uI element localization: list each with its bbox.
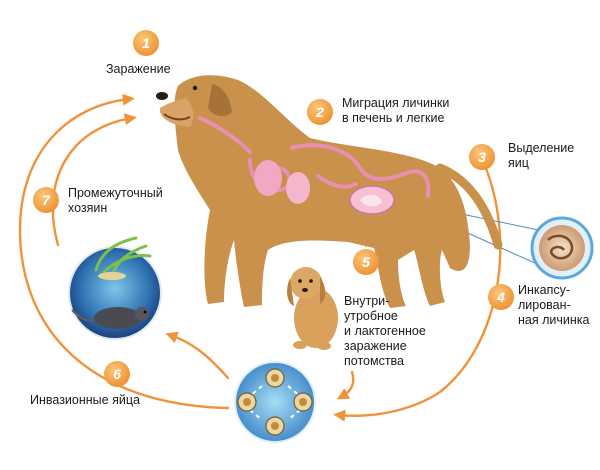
arrow-eggs-to-mouth xyxy=(18,93,230,410)
rat-on-grass-illustration xyxy=(68,236,162,340)
step-number-3: 3 xyxy=(478,149,486,165)
step-number-7: 7 xyxy=(42,192,51,208)
step-badge-3: 3 xyxy=(469,144,495,170)
step-label-2: Миграция личинки в печень и легкие xyxy=(342,96,450,125)
step-label-7: Промежуточный хозяин xyxy=(68,186,163,215)
step-badge-2: 2 xyxy=(307,99,333,125)
step-label-1: Заражение xyxy=(106,62,171,76)
step-label-3: Выделение яиц xyxy=(508,141,575,170)
dog-internal-organs xyxy=(198,116,431,198)
step-number-6: 6 xyxy=(113,366,121,382)
step-label-5: Внутри- утробное и лактогенное заражение… xyxy=(344,294,426,368)
step-label-6: Инвазионные яйца xyxy=(30,393,140,407)
step-number-5: 5 xyxy=(362,254,370,270)
step-badge-5: 5 xyxy=(353,249,379,275)
step-badge-4: 4 xyxy=(488,284,514,310)
step-number-1: 1 xyxy=(142,35,150,51)
step-label-4: Инкапсу- лирован- ная личинка xyxy=(518,283,590,327)
step-badge-6: 6 xyxy=(104,361,130,387)
step-badge-1: 1 xyxy=(133,30,159,56)
step-number-4: 4 xyxy=(496,289,505,305)
step-number-2: 2 xyxy=(315,104,324,120)
dog-organ-shapes xyxy=(254,160,395,215)
arrow-puppy-to-eggs xyxy=(336,370,355,400)
encapsulated-larva-illustration xyxy=(530,216,594,280)
puppy-illustration xyxy=(287,267,338,350)
adult-dog-illustration xyxy=(156,75,503,308)
roundworm-eggs-illustration xyxy=(234,361,316,443)
arrow-eggs-to-host xyxy=(165,331,230,380)
arrow-host-to-mouth xyxy=(51,113,137,247)
step-badge-7: 7 xyxy=(33,187,59,213)
arrow-dog-to-eggs xyxy=(333,148,502,422)
